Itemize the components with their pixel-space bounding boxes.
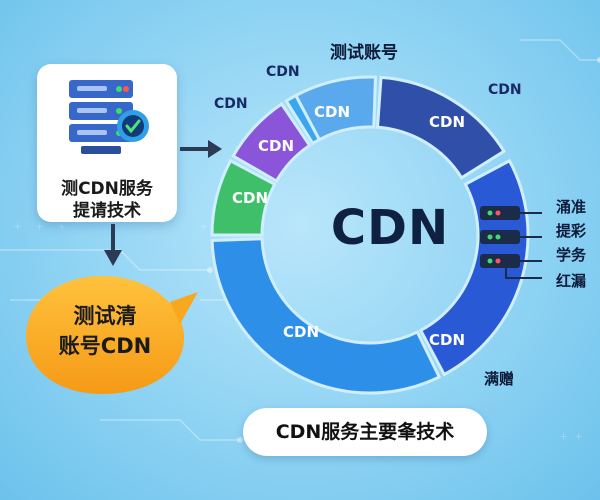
ring-segment-label: CDN (313, 103, 351, 121)
side-label: 学务 (556, 246, 587, 264)
svg-text:+: + (14, 219, 21, 233)
ring-segment (375, 75, 507, 180)
ring-external-label: CDN (214, 96, 248, 112)
server-card-label-line1: 测CDN服务 (61, 179, 153, 199)
side-label: 红漏 (556, 272, 587, 290)
ring-segment (284, 93, 322, 146)
svg-text:+: + (58, 219, 65, 233)
arrow-down-icon (104, 224, 122, 266)
server-gear-icon (69, 80, 149, 154)
arrow-right-icon (180, 140, 222, 158)
ring-title: 测试账号 (330, 43, 398, 63)
mini-server-icons (480, 206, 542, 279)
ring-segment (231, 101, 312, 184)
ring-segment-label: CDN (257, 137, 295, 155)
side-label: 涌准 (556, 198, 587, 216)
svg-text:+: + (560, 429, 567, 443)
ring-external-label: CDN (488, 82, 522, 98)
speech-bubble-line2: 账号CDN (58, 334, 152, 358)
side-label: 提彩 (556, 222, 587, 240)
ring-segment (293, 75, 378, 142)
ring-segment (210, 237, 442, 395)
side-label: 满赠 (484, 370, 515, 388)
svg-text:+: + (200, 219, 207, 233)
ring-segment-label: CDN (428, 331, 466, 349)
server-card-label-line2: 提请技术 (73, 201, 141, 221)
ring-segment (210, 158, 277, 237)
ring-segment-label: CDN (282, 323, 320, 341)
ring-segment-label: CDN (428, 113, 466, 131)
svg-text:+: + (36, 219, 43, 233)
bottom-banner: CDN服务主要夆技术 (243, 408, 487, 456)
ring-external-label: CDN (266, 64, 300, 80)
ring-center-label: CDN (330, 200, 450, 256)
server-card: 测CDN服务 提请技术 (37, 64, 177, 222)
speech-bubble-line1: 测试清 (73, 304, 137, 328)
speech-bubble (26, 276, 198, 394)
svg-text:+: + (575, 429, 582, 443)
ring-segment-label: CDN (231, 189, 269, 207)
